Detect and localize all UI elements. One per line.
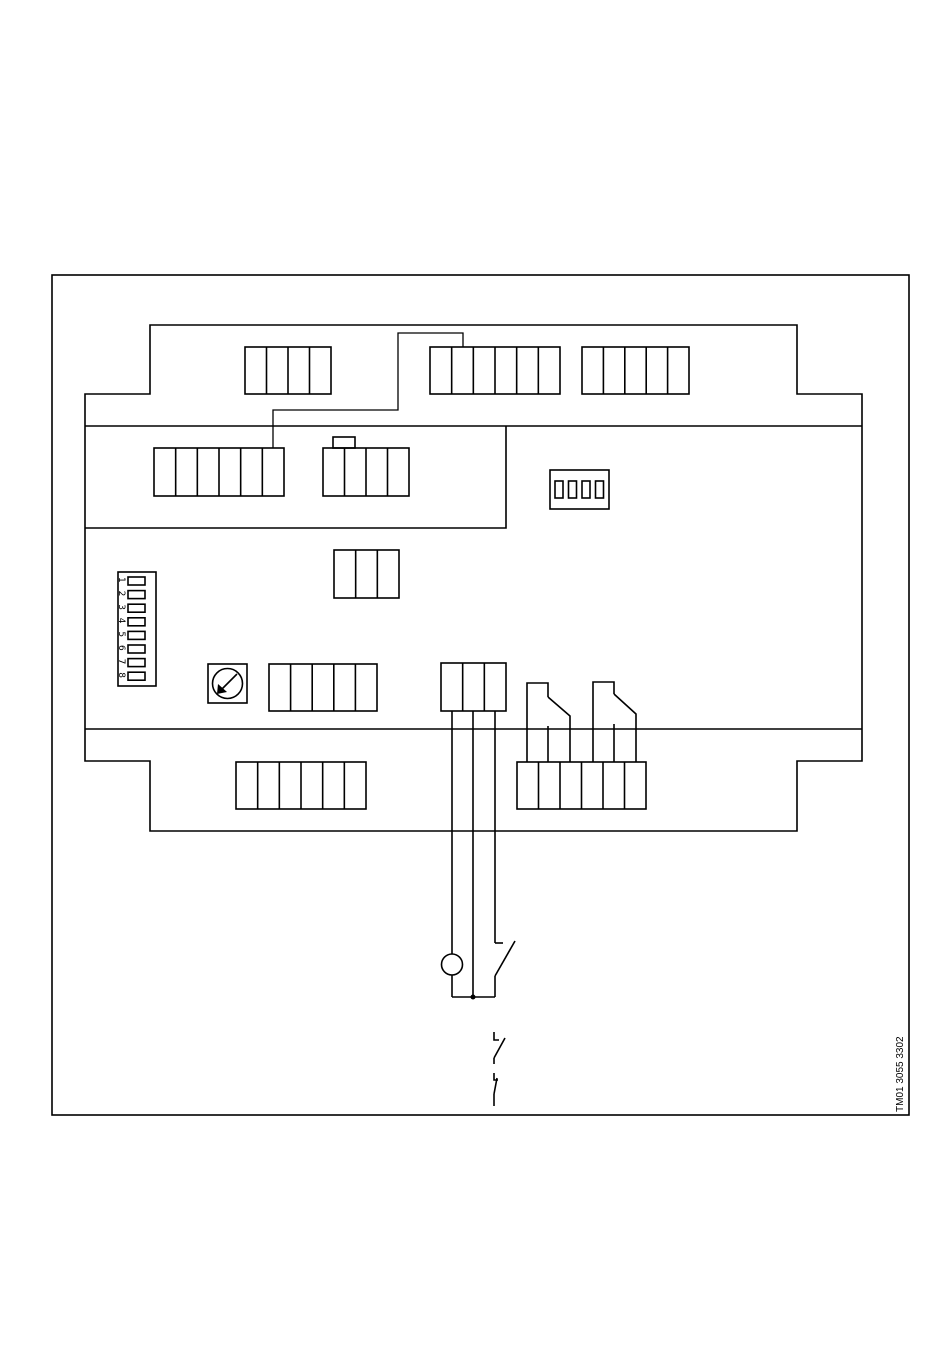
relay-contact-2 [593,682,636,762]
dip-lever[interactable] [128,591,145,599]
connector-pin [596,481,604,498]
dip-lever[interactable] [128,645,145,653]
dip-lever[interactable] [128,618,145,626]
dip-position-label: 6 [116,645,126,651]
dip-switch [118,572,156,686]
terminal-block-mid-right [441,663,506,711]
terminal-block-body [441,663,506,711]
drawing-code: TM01 3055 3302 [895,1036,906,1112]
connector-pin [555,481,563,498]
terminal-block-inner-middle [323,448,409,496]
external-wiring [452,711,515,1000]
terminal-block-center [334,550,399,598]
dip-lever[interactable] [128,604,145,612]
terminal-block-body [334,550,399,598]
dip-position-label: 4 [116,618,126,624]
relay-contact-1 [527,683,570,762]
dip-position-label: 1 [116,577,126,583]
connector-pin [582,481,590,498]
dip-position-label: 2 [116,591,126,597]
terminal-block-mid-left [269,664,377,711]
connector-pin [569,481,577,498]
terminal-block-body [269,664,377,711]
terminal-block-bottom-left [236,762,366,809]
sensor-circle [442,954,463,975]
dip-position-label: 5 [116,631,126,637]
terminal-block-body [582,347,689,394]
terminal-block-inner-left [154,448,284,496]
terminal-block-top-right [582,347,689,394]
dip-lever[interactable] [128,672,145,680]
dip-position-label: 7 [116,659,126,665]
dip-lever[interactable] [128,577,145,585]
terminal-block-top-middle [430,347,560,394]
dip-position-label: 8 [116,672,126,678]
terminal-block-top-left [245,347,331,394]
dip-lever[interactable] [128,659,145,667]
external-switch-symbol [494,1032,505,1106]
inner-module-panel [85,426,506,528]
connector-tab [333,437,355,448]
dip-lever[interactable] [128,631,145,639]
terminal-block-bottom-right [517,762,646,809]
dip-position-label: 3 [116,604,126,610]
